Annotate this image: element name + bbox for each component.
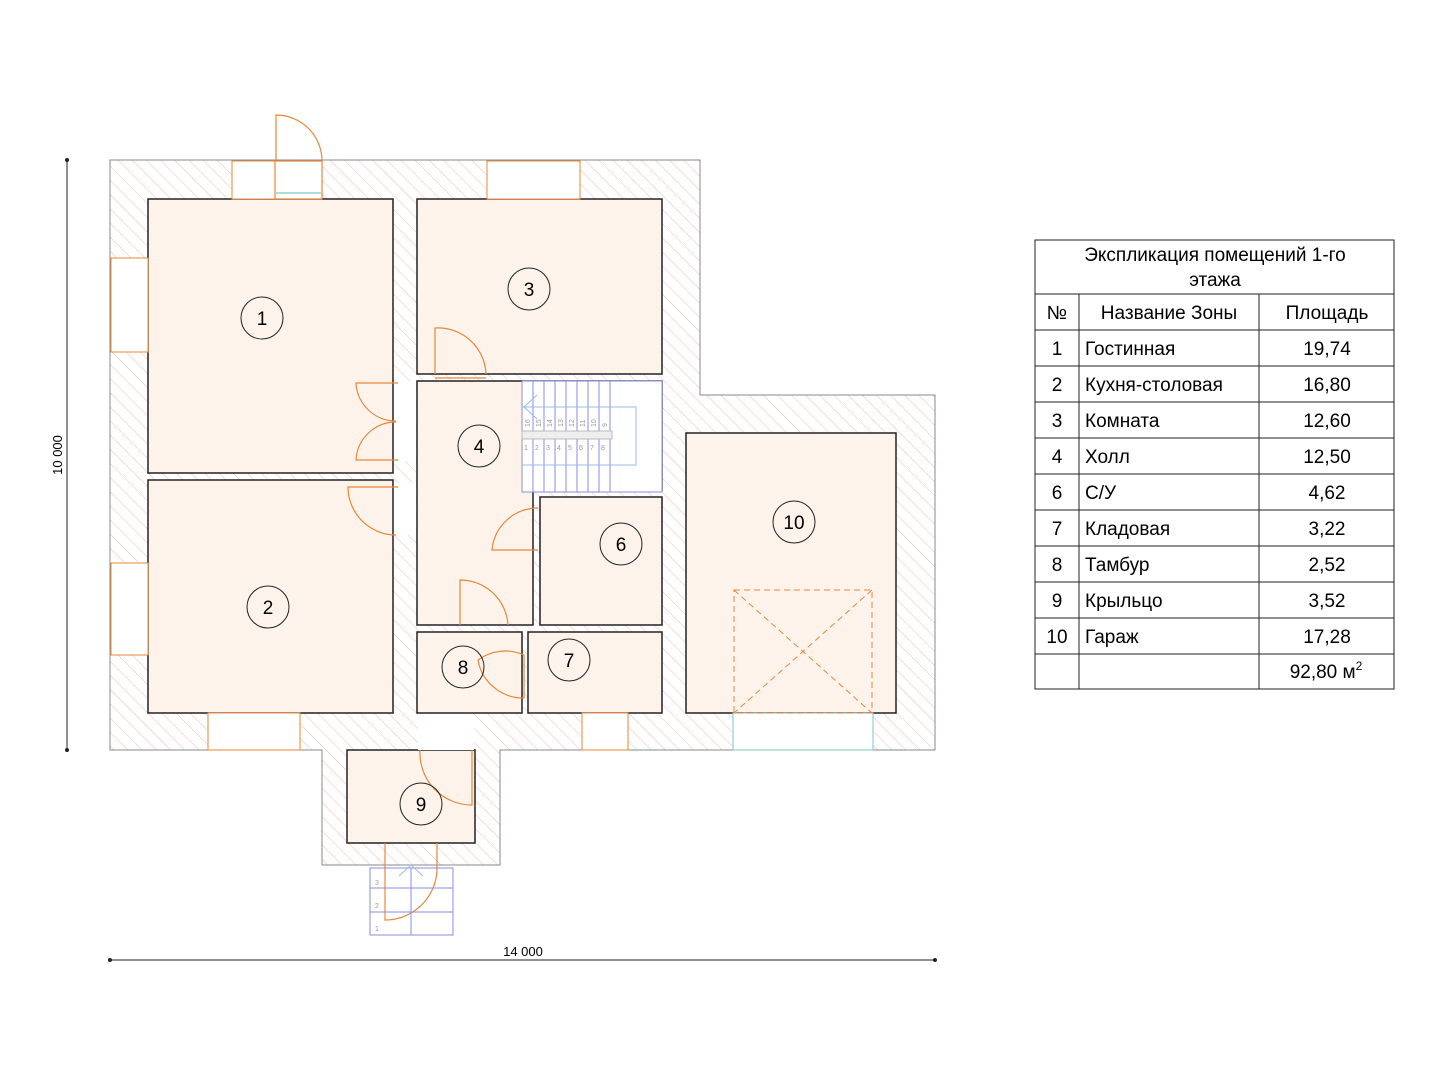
svg-text:6: 6 (616, 535, 627, 556)
table-title-line1: Экспликация помещений 1-го (1084, 245, 1345, 266)
dimension-width: 14 000 (503, 944, 543, 959)
stair-step-number: 13 (558, 419, 565, 427)
table-cell-name: Гостинная (1085, 339, 1175, 360)
table-cell-num: 8 (1052, 555, 1063, 576)
table-cell-num: 7 (1052, 519, 1063, 540)
table-cell-name: Холл (1085, 447, 1130, 468)
table-total: 92,80 м2 (1290, 659, 1363, 683)
svg-text:9: 9 (416, 795, 427, 816)
table-cell-num: 9 (1052, 591, 1063, 612)
room-3 (416, 198, 663, 375)
stair-step-number: 5 (568, 445, 572, 452)
svg-text:8: 8 (458, 658, 469, 679)
room-9 (346, 749, 476, 844)
table-cell-area: 3,52 (1309, 591, 1346, 612)
room-label-8: 8 (441, 645, 485, 689)
room-label-1: 1 (240, 296, 284, 340)
room-2 (147, 479, 394, 714)
table-cell-name: С/У (1085, 483, 1117, 504)
stair-step-number: 9 (602, 423, 609, 427)
stair-step-number: 4 (557, 445, 561, 452)
table-cell-name: Тамбур (1085, 555, 1150, 576)
doors (274, 114, 539, 921)
table-cell-num: 2 (1052, 375, 1063, 396)
room-label-9: 9 (399, 782, 443, 826)
stair-step-number: 6 (579, 445, 583, 452)
porch-steps (369, 864, 454, 936)
table-cell-num: 6 (1052, 483, 1063, 504)
stair-step-number: 2 (535, 445, 539, 452)
table-cell-name: Крыльцо (1085, 591, 1163, 612)
windows (110, 160, 874, 751)
table-cell-area: 3,22 (1309, 519, 1346, 540)
room-label-10: 10 (772, 500, 816, 544)
table-cell-name: Комната (1085, 411, 1160, 432)
table-cell-area: 12,60 (1303, 411, 1351, 432)
svg-text:2: 2 (263, 598, 274, 619)
table-cell-area: 17,28 (1303, 627, 1351, 648)
room-label-4: 4 (457, 424, 501, 468)
table-cell-num: 1 (1052, 339, 1063, 360)
table-header: № (1047, 303, 1067, 324)
svg-text:3: 3 (524, 280, 535, 301)
table-header: Площадь (1286, 303, 1369, 324)
table-cell-area: 16,80 (1303, 375, 1351, 396)
table-header: Название Зоны (1101, 303, 1237, 324)
table-cell-num: 10 (1046, 627, 1067, 648)
room-8 (416, 631, 523, 714)
explication-table (1034, 239, 1395, 690)
staircase (521, 380, 663, 493)
porch-step-2: 2 (375, 903, 379, 910)
table-cell-area: 12,50 (1303, 447, 1351, 468)
room-label-6: 6 (599, 522, 643, 566)
dimension-height: 10 000 (50, 435, 65, 475)
stair-step-number: 3 (546, 445, 550, 452)
room-label-3: 3 (507, 267, 551, 311)
svg-text:1: 1 (257, 309, 268, 330)
stair-step-number: 12 (569, 419, 576, 427)
stair-step-number: 11 (580, 420, 587, 427)
svg-text:4: 4 (474, 437, 485, 458)
table-cell-name: Кухня-столовая (1085, 375, 1223, 396)
garage-marker (733, 589, 873, 714)
table-cell-name: Гараж (1085, 627, 1139, 648)
table-cell-area: 2,52 (1309, 555, 1346, 576)
stair-step-number: 10 (591, 419, 598, 427)
stair-step-number: 14 (547, 419, 554, 427)
porch-step-1: 1 (375, 926, 379, 933)
table-cell-num: 4 (1052, 447, 1063, 468)
svg-text:10: 10 (783, 513, 804, 534)
room-label-7: 7 (547, 638, 591, 682)
stair-step-number: 16 (525, 419, 532, 427)
stair-step-number: 1 (524, 445, 528, 452)
stair-step-number: 15 (536, 419, 543, 427)
stair-step-number: 8 (601, 445, 605, 452)
room-label-2: 2 (246, 585, 290, 629)
room-6 (539, 496, 663, 626)
svg-text:7: 7 (564, 651, 575, 672)
stair-step-number: 7 (590, 445, 594, 452)
dimension-lines (65, 158, 937, 962)
table-title-line2: этажа (1189, 270, 1241, 291)
room-1 (147, 198, 394, 474)
room-10 (685, 432, 897, 714)
room-7 (527, 631, 663, 714)
table-cell-area: 4,62 (1309, 483, 1346, 504)
porch-step-3: 3 (375, 880, 379, 887)
table-cell-area: 19,74 (1303, 339, 1351, 360)
table-cell-name: Кладовая (1085, 519, 1170, 540)
table-cell-num: 3 (1052, 411, 1063, 432)
